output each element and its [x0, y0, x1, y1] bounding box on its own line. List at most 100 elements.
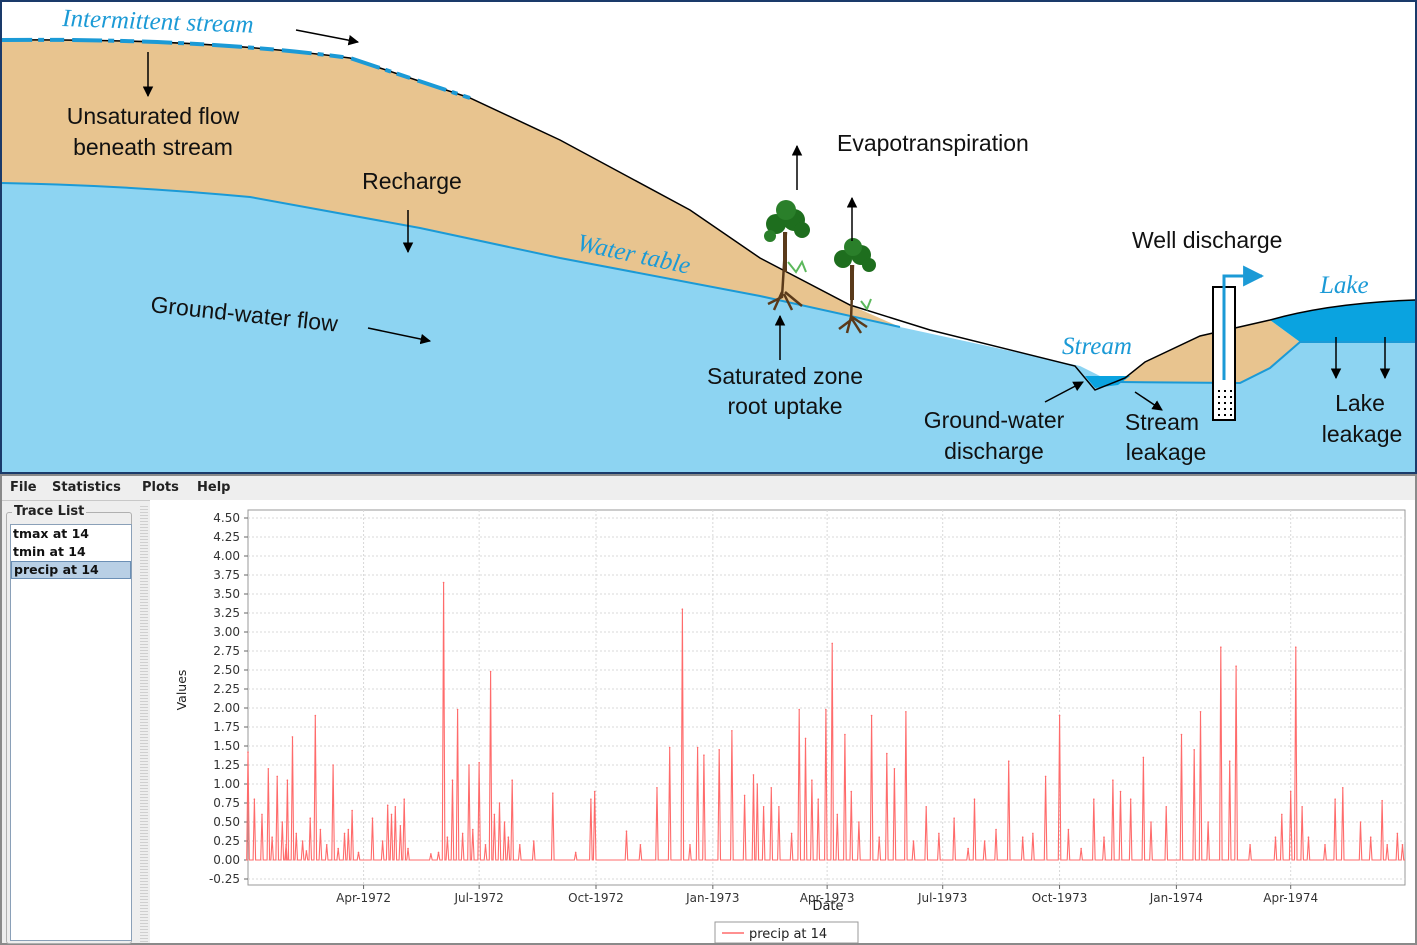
data-point	[1112, 779, 1114, 781]
data-point	[804, 737, 807, 740]
data-point	[347, 828, 350, 831]
y-tick-label: 3.75	[213, 568, 240, 582]
data-point	[639, 844, 642, 846]
data-point	[1193, 749, 1195, 751]
data-point	[247, 751, 249, 753]
menu-file[interactable]: File	[10, 480, 37, 495]
data-point	[983, 840, 986, 842]
data-point	[1249, 844, 1251, 846]
data-point	[305, 850, 308, 852]
data-point	[403, 798, 406, 800]
data-point	[357, 851, 360, 854]
label-stream-leakage: Stream	[1125, 409, 1199, 435]
data-point	[703, 754, 705, 756]
data-point	[1289, 790, 1292, 793]
data-point	[831, 642, 834, 645]
y-tick-label: 0.25	[213, 834, 240, 848]
y-tick-label: 1.00	[213, 777, 240, 791]
data-point	[276, 775, 279, 778]
data-point	[762, 806, 765, 808]
data-point	[844, 733, 846, 736]
data-point	[893, 768, 896, 770]
data-point	[468, 764, 470, 766]
data-point	[938, 832, 940, 835]
x-tick-label: Jan-1974	[1149, 891, 1203, 905]
y-axis-label: Values	[174, 670, 189, 711]
data-point	[301, 840, 304, 842]
y-tick-label: 2.75	[213, 644, 240, 658]
data-point	[811, 779, 813, 781]
data-point	[1067, 828, 1070, 831]
label-saturated-zone: Saturated zone	[707, 363, 863, 389]
data-point	[381, 840, 384, 842]
data-point	[325, 844, 328, 846]
trace-item-tmin[interactable]: tmin at 14	[13, 544, 86, 559]
y-tick-label: 3.50	[213, 587, 240, 601]
menu-help[interactable]: Help	[197, 480, 231, 495]
data-point	[1129, 798, 1132, 800]
menu-plots[interactable]: Plots	[142, 480, 179, 495]
series-line	[246, 582, 1405, 861]
x-tick-label: Apr-1973	[800, 891, 855, 905]
x-tick-label: Oct-1972	[568, 891, 624, 905]
data-point	[1150, 821, 1152, 823]
split-pane-divider[interactable]	[140, 504, 148, 942]
unsaturated-zone	[2, 39, 900, 328]
data-point	[858, 821, 860, 823]
label-stream-leakage-2: leakage	[1126, 439, 1207, 465]
data-point	[532, 840, 535, 842]
data-point	[995, 828, 997, 831]
data-point	[905, 711, 907, 713]
data-point	[446, 836, 449, 838]
data-point	[681, 608, 684, 610]
data-point	[484, 844, 487, 846]
trace-list[interactable]: tmax at 14 tmin at 14 precip at 14	[10, 524, 132, 941]
data-point	[1093, 798, 1095, 800]
tree-icon	[764, 200, 810, 311]
data-point	[1401, 844, 1404, 846]
precip-chart: 4.504.254.003.753.503.253.002.752.502.25…	[150, 500, 1415, 943]
data-point	[912, 840, 915, 842]
y-tick-label: 0.50	[213, 815, 240, 829]
data-point	[886, 752, 888, 755]
data-point	[1199, 711, 1202, 713]
data-point	[1301, 806, 1303, 808]
data-point	[281, 821, 284, 823]
data-point	[478, 761, 480, 764]
x-tick-label: Jul-1972	[453, 891, 503, 905]
data-point	[351, 809, 353, 812]
data-point	[285, 844, 287, 846]
x-tick-label: Jan-1973	[685, 891, 739, 905]
data-point	[1369, 836, 1372, 838]
data-point	[1307, 836, 1310, 838]
trace-item-tmax[interactable]: tmax at 14	[13, 526, 90, 541]
data-point	[1294, 646, 1297, 648]
data-point	[1080, 847, 1082, 850]
data-point	[1032, 832, 1034, 835]
trace-list-title: Trace List	[12, 504, 87, 519]
menu-statistics[interactable]: Statistics	[52, 480, 121, 495]
trace-item-precip[interactable]: precip at 14	[11, 561, 131, 579]
data-point	[756, 783, 759, 785]
lake-water	[1270, 300, 1415, 342]
data-point	[1058, 714, 1061, 717]
label-saturated-zone-2: root uptake	[727, 393, 842, 419]
flow-arrows	[142, 29, 1391, 411]
data-point	[1207, 821, 1209, 823]
y-tick-label: 1.25	[213, 758, 240, 772]
data-point	[850, 790, 853, 793]
data-point	[590, 798, 592, 800]
data-point	[253, 798, 256, 800]
data-point	[878, 836, 881, 838]
data-point	[461, 832, 464, 835]
data-point	[371, 817, 374, 819]
y-tick-label: 2.50	[213, 663, 240, 677]
data-point	[511, 779, 513, 781]
data-point	[343, 832, 346, 835]
data-point	[625, 830, 628, 832]
data-point	[1359, 821, 1362, 823]
data-point	[1021, 836, 1024, 838]
data-point	[1180, 733, 1183, 736]
data-point	[1396, 832, 1399, 835]
data-point	[825, 708, 827, 711]
